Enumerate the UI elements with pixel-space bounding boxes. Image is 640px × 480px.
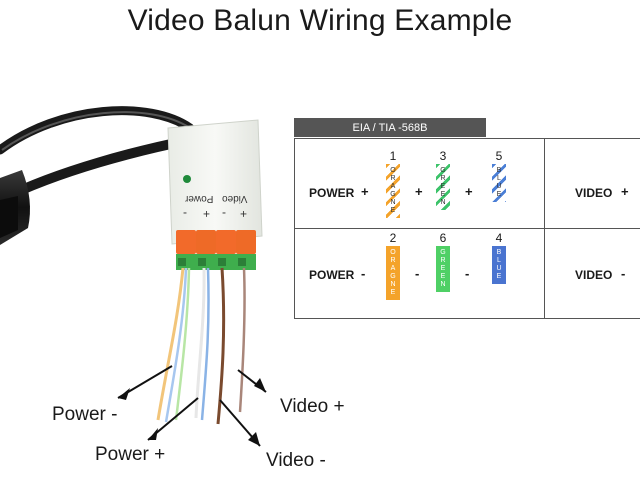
row1-pin3-number: 3 bbox=[439, 149, 447, 163]
swatch-letter: E bbox=[440, 183, 446, 190]
wire-blue bbox=[200, 267, 210, 421]
swatch-letter: B bbox=[496, 167, 502, 174]
row2-video-sign: - bbox=[621, 266, 626, 281]
coax-cable-lower bbox=[0, 135, 195, 205]
wire-green-white bbox=[174, 267, 191, 421]
swatch-letter: N bbox=[440, 281, 446, 288]
coax-cable-highlight bbox=[1, 111, 191, 151]
row1-plus-1: + bbox=[415, 184, 423, 199]
balun-body bbox=[167, 119, 263, 245]
wire-blue-white bbox=[164, 267, 188, 423]
row2-minus-1: - bbox=[415, 266, 420, 281]
row2-minus-2: - bbox=[465, 266, 470, 281]
swatch-letter: E bbox=[440, 191, 446, 198]
diagram-title: Video Balun Wiring Example bbox=[127, 4, 513, 37]
swatch-letter: R bbox=[440, 175, 446, 182]
terminal-block-2 bbox=[196, 230, 216, 254]
swatch-letter: A bbox=[390, 265, 396, 272]
row-divider bbox=[295, 228, 640, 229]
swatch-letter: N bbox=[390, 199, 396, 206]
row2-power-sign: - bbox=[361, 266, 366, 281]
row2-power-label: POWER bbox=[309, 268, 355, 282]
standard-header: EIA / TIA -568B bbox=[294, 118, 486, 137]
swatch-letter: E bbox=[390, 207, 396, 214]
callout-video-plus: Video + bbox=[280, 396, 345, 417]
swatch-letter: G bbox=[440, 167, 446, 174]
terminal-label-right-minus: - bbox=[183, 207, 187, 221]
terminal-block-1 bbox=[176, 230, 196, 254]
row1-pin5-number: 5 bbox=[495, 149, 503, 163]
swatch-letter: L bbox=[497, 257, 501, 264]
swatch-letter: R bbox=[440, 257, 446, 264]
swatch-letter: O bbox=[390, 249, 396, 256]
swatch-letter: N bbox=[390, 281, 396, 288]
terminal-block-4 bbox=[236, 230, 256, 254]
terminal-label-left-plus: + bbox=[240, 207, 248, 221]
callout-video-minus: Video - bbox=[266, 450, 326, 471]
row2-pin4-number: 4 bbox=[495, 231, 503, 245]
row2-video-label: VIDEO bbox=[575, 268, 613, 282]
terminal-label-left-minus: - bbox=[222, 207, 226, 221]
row1-power-label: POWER bbox=[309, 186, 355, 200]
row1-power-sign: + bbox=[361, 184, 369, 199]
callout-power-minus: Power - bbox=[52, 404, 118, 425]
swatch-letter: B bbox=[496, 249, 502, 256]
terminal-label-right-plus: + bbox=[203, 207, 211, 221]
swatch-letter: G bbox=[390, 273, 396, 280]
swatch-letter: R bbox=[390, 175, 396, 182]
wire-orange-white bbox=[156, 267, 185, 421]
row1-video-sign: + bbox=[621, 184, 629, 199]
pinout-table: POWER + 1 + 3 + 5 VIDEO + POWER - 2 - 6 … bbox=[294, 138, 640, 319]
swatch-letter: U bbox=[496, 265, 502, 272]
swatch-letter: O bbox=[390, 167, 396, 174]
swatch-letter: G bbox=[390, 191, 396, 198]
row2-pin6-number: 6 bbox=[439, 231, 447, 245]
wire-brown bbox=[216, 267, 226, 425]
wire-brown-white bbox=[238, 267, 246, 413]
swatch-letter: N bbox=[440, 199, 446, 206]
swatch-letter: E bbox=[440, 265, 446, 272]
swatch-letter: U bbox=[496, 183, 502, 190]
swatch-letter: R bbox=[390, 257, 396, 264]
terminal-label-power: Power bbox=[185, 193, 214, 204]
swatch-letter: E bbox=[390, 289, 396, 296]
led-indicator bbox=[183, 175, 191, 183]
column-divider bbox=[544, 139, 545, 318]
terminal-block-3 bbox=[216, 230, 236, 254]
swatch-letter: A bbox=[390, 183, 396, 190]
swatch-letter: E bbox=[496, 191, 502, 198]
row2-pin2-number: 2 bbox=[389, 231, 397, 245]
swatch-letter: E bbox=[440, 273, 446, 280]
terminal-label-video: Video bbox=[222, 193, 248, 204]
row1-plus-2: + bbox=[465, 184, 473, 199]
swatch-letter: E bbox=[496, 273, 502, 280]
swatch-letter: G bbox=[440, 249, 446, 256]
callout-power-plus: Power + bbox=[95, 444, 166, 465]
row1-video-label: VIDEO bbox=[575, 186, 613, 200]
wire-white bbox=[194, 267, 206, 419]
row1-pin1-number: 1 bbox=[389, 149, 397, 163]
swatch-letter: L bbox=[497, 175, 501, 182]
